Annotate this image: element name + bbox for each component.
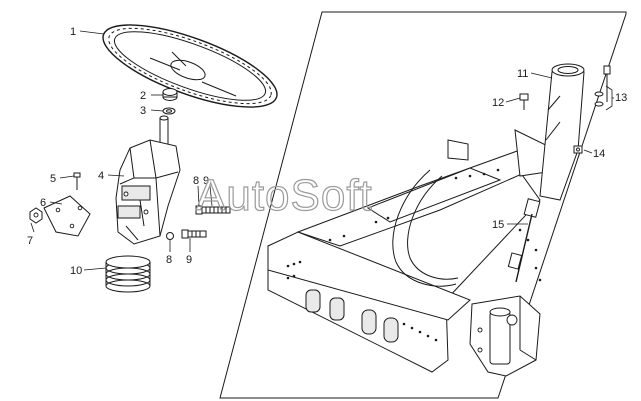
- svg-text:9: 9: [186, 254, 192, 266]
- column-housing-11: [539, 63, 585, 201]
- washers-13: [594, 91, 604, 107]
- coil-spring: [105, 255, 151, 293]
- svg-text:4: 4: [98, 170, 104, 182]
- callout-2: 2: [140, 90, 163, 102]
- callout-8-lower: 8: [166, 240, 172, 266]
- chassis-frame: [267, 129, 561, 373]
- svg-text:1: 1: [70, 26, 76, 38]
- svg-text:10: 10: [70, 265, 82, 277]
- callout-11: 11: [517, 68, 553, 80]
- callout-5: 5: [50, 173, 75, 185]
- callout-12: 12: [492, 97, 521, 109]
- nut-14: [573, 145, 583, 154]
- steering-column: [115, 115, 181, 245]
- bolt-13: [603, 65, 611, 102]
- callout-7: 7: [27, 222, 35, 247]
- callout-4: 4: [98, 170, 125, 182]
- svg-text:9: 9: [203, 175, 209, 187]
- callout-15: 15: [492, 219, 528, 231]
- intermediate-shaft: [507, 198, 541, 283]
- svg-text:14: 14: [593, 148, 605, 160]
- exploded-view-frame: [219, 11, 627, 399]
- callout-9-upper: 9: [203, 175, 213, 207]
- frame-rivets: [286, 168, 542, 342]
- svg-text:8: 8: [166, 254, 172, 266]
- callout-14: 14: [583, 148, 605, 160]
- callout-13: 13: [605, 85, 627, 111]
- svg-text:8: 8: [193, 175, 199, 187]
- nut-7: [29, 207, 43, 224]
- callout-3: 3: [140, 105, 164, 117]
- svg-text:15: 15: [492, 219, 504, 231]
- svg-text:5: 5: [50, 173, 56, 185]
- watermark-logo: AutoSoft: [196, 171, 373, 220]
- bracket-plate: [43, 195, 91, 237]
- steering-washer: [162, 107, 176, 115]
- svg-text:12: 12: [492, 97, 504, 109]
- callout-9-lower: 9: [186, 238, 192, 266]
- svg-text:3: 3: [140, 105, 146, 117]
- frame-cutouts: [305, 289, 399, 343]
- callout-8-upper: 8: [193, 175, 200, 207]
- steering-wheel: [102, 24, 278, 108]
- svg-text:2: 2: [140, 90, 146, 102]
- svg-text:7: 7: [27, 235, 33, 247]
- callout-1: 1: [70, 26, 105, 38]
- callout-10: 10: [70, 265, 107, 277]
- steering-gearbox: [469, 295, 541, 377]
- svg-text:13: 13: [615, 92, 627, 104]
- steering-nut: [162, 88, 178, 101]
- svg-text:6: 6: [40, 197, 46, 209]
- callout-6: 6: [40, 197, 63, 209]
- bolt-12: [519, 93, 529, 110]
- bolt-5: [73, 172, 81, 190]
- svg-text:11: 11: [517, 68, 528, 80]
- bolt-lower: [166, 229, 207, 240]
